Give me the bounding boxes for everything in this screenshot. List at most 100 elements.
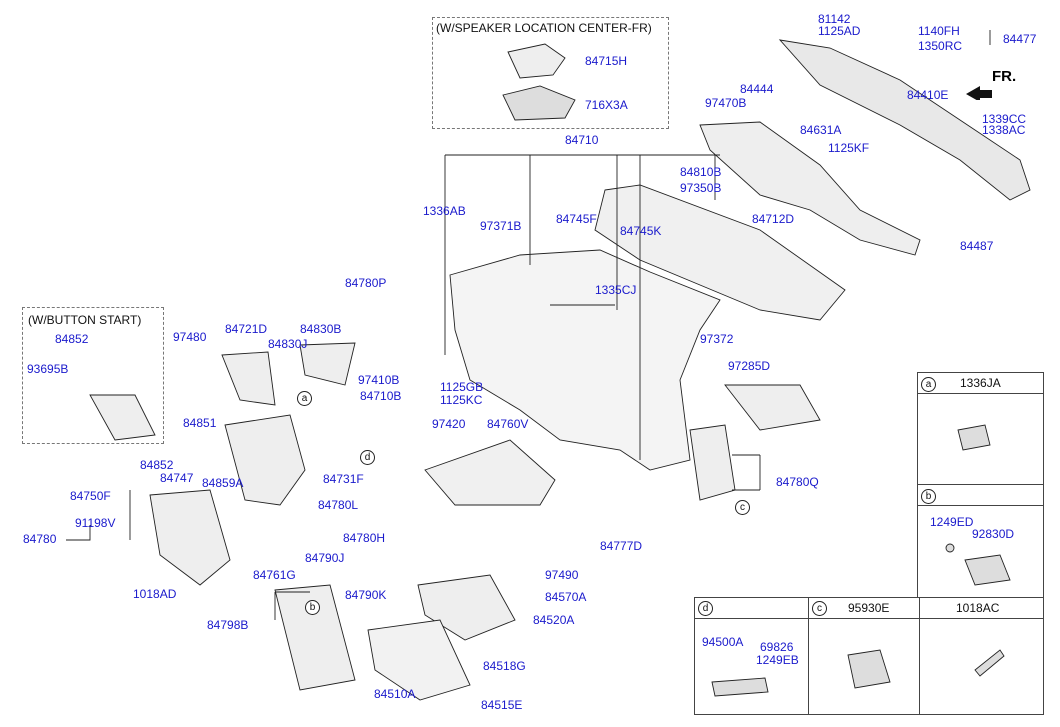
part-label-50: 84777D	[600, 539, 643, 553]
part-label-15: 84810B	[680, 165, 722, 179]
part-label-37: 84851	[183, 416, 217, 430]
bolt-part-b	[945, 543, 955, 553]
legend-b-code-2: 92830D	[972, 527, 1015, 541]
part-label-17: 1336AB	[423, 204, 466, 218]
lower-panel-left	[149, 489, 231, 586]
part-label-39: 84760V	[487, 417, 529, 431]
reference-marker-d: d	[698, 601, 713, 616]
part-label-20: 84745K	[620, 224, 662, 238]
part-label-28: 84721D	[225, 322, 268, 336]
legend-extra-code: 1018AC	[956, 601, 1000, 615]
part-label-0: 81142	[818, 12, 851, 26]
legend-a-header	[917, 372, 1044, 394]
reference-marker-b: b	[921, 489, 936, 504]
part-label-57: 84798B	[207, 618, 249, 632]
part-label-31: 97372	[700, 332, 734, 346]
part-label-4: 1350RC	[918, 39, 963, 53]
part-label-61: 84515E	[481, 698, 523, 712]
part-label-36: 97285D	[728, 359, 771, 373]
part-label-43: 84731F	[323, 472, 364, 486]
part-label-11: 1338AC	[982, 123, 1026, 137]
part-label-30: 84830J	[268, 337, 308, 351]
part-label-52: 1018AD	[133, 587, 177, 601]
part-label-22: 84487	[960, 239, 994, 253]
part-label-12: 84631A	[800, 123, 842, 137]
part-label-51: 84790J	[305, 551, 345, 565]
part-label-42: 84859A	[202, 476, 244, 490]
knee-cover-part	[89, 394, 156, 441]
speaker-part-c	[847, 649, 891, 689]
part-label-16: 97350B	[680, 181, 722, 195]
legend-bottom-header	[694, 597, 1044, 619]
glove-box-part	[367, 619, 471, 701]
front-direction-label: FR.	[992, 68, 1017, 85]
cowl-crossbar-part	[778, 39, 1031, 201]
glove-box-housing	[417, 574, 516, 641]
part-label-59: 84518G	[483, 659, 526, 673]
part-label-34: 1125GB	[440, 380, 484, 394]
part-label-29: 84830B	[300, 322, 342, 336]
reference-marker-d: d	[360, 450, 375, 465]
center-lower-cover	[424, 439, 556, 506]
part-label-25: 84852	[55, 332, 89, 346]
part-label-47: 91198V	[75, 516, 116, 530]
part-label-1: 1125AD	[818, 24, 861, 38]
part-label-40: 84852	[140, 458, 174, 472]
part-label-41: 84747	[160, 471, 194, 485]
part-label-49: 84780H	[343, 531, 386, 545]
speaker-option-title: (W/SPEAKER LOCATION CENTER-FR)	[436, 21, 652, 35]
part-label-3: 84477	[1003, 32, 1037, 46]
lower-right-panel	[274, 584, 356, 691]
bracket-part-b	[964, 554, 1011, 586]
legend-d-code-1: 94500A	[702, 635, 744, 649]
switch-part-d	[711, 677, 769, 697]
part-label-35: 1125KC	[440, 393, 483, 407]
part-label-32: 97410B	[358, 373, 400, 387]
part-label-44: 84750F	[70, 489, 111, 503]
part-label-9: 84410E	[907, 88, 949, 102]
legend-c-code: 95930E	[848, 601, 890, 615]
part-label-7: 84444	[740, 82, 774, 96]
part-label-8: 97470B	[705, 96, 747, 110]
part-label-27: 97480	[173, 330, 207, 344]
cowl-cover-part	[594, 184, 846, 321]
part-label-13: 1125KF	[828, 141, 870, 155]
legend-d-code-2: 69826	[760, 640, 794, 654]
part-label-14: 84710	[565, 133, 599, 147]
part-label-58: 84520A	[533, 613, 575, 627]
speaker-bracket-part	[502, 85, 576, 121]
part-label-2: 1140FH	[918, 24, 960, 38]
center-console-left	[224, 414, 306, 506]
part-label-54: 97490	[545, 568, 579, 582]
part-label-45: 84780L	[318, 498, 359, 512]
part-label-23: 1335CJ	[595, 283, 637, 297]
button-start-title: (W/BUTTON START)	[28, 313, 142, 327]
part-label-5: 84715H	[585, 54, 628, 68]
speaker-option-box	[432, 17, 669, 129]
clip-part-a	[957, 424, 991, 451]
legend-a-code: 1336JA	[960, 376, 1001, 390]
side-cover-left	[299, 342, 356, 386]
part-label-46: 84780Q	[776, 475, 819, 489]
part-label-19: 84745F	[556, 212, 597, 226]
reference-marker-c: c	[735, 500, 750, 515]
garnish-left	[221, 351, 276, 406]
part-label-33: 84710B	[360, 389, 402, 403]
reference-marker-b: b	[305, 600, 320, 615]
front-arrow-icon	[966, 86, 992, 100]
button-start-box	[22, 307, 164, 444]
tray-part	[724, 384, 821, 431]
legend-b-header	[917, 484, 1044, 506]
part-label-6: 716X3A	[585, 98, 628, 112]
part-label-24: 84780P	[345, 276, 387, 290]
part-label-10: 1339CC	[982, 112, 1027, 126]
part-label-26: 93695B	[27, 362, 69, 376]
air-duct-part	[699, 121, 921, 256]
part-label-53: 84761G	[253, 568, 296, 582]
part-label-56: 84570A	[545, 590, 587, 604]
screw-part-extra	[974, 649, 1005, 677]
part-label-55: 84790K	[345, 588, 387, 602]
part-label-60: 84510A	[374, 687, 416, 701]
